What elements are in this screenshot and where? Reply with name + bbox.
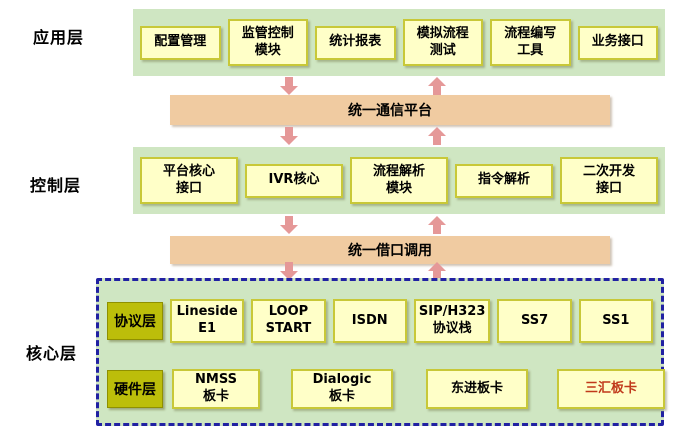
app-box-sim-flow-test: 模拟流程 测试: [402, 18, 483, 67]
up-arrow-icon: [428, 77, 446, 95]
ctrl-box-flow-parse: 流程解析 模块: [350, 156, 448, 205]
unified-communication-platform-bar: 统一通信平台: [170, 95, 610, 125]
down-arrow-icon: [280, 262, 298, 280]
down-arrow-icon: [280, 77, 298, 95]
app-box-supervision-module: 监管控制 模块: [227, 18, 308, 67]
up-arrow-icon: [428, 216, 446, 234]
up-arrow-icon: [428, 262, 446, 280]
ctrl-box-command-parse: 指令解析: [455, 163, 553, 198]
application-layer-band: 配置管理 监管控制 模块 统计报表 模拟流程 测试 流程编写 工具 业务接口: [133, 9, 665, 76]
core-layer-box: 协议层 Lineside E1 LOOP START ISDN SIP/H323…: [96, 278, 665, 426]
app-layer-label: 应用层: [33, 28, 85, 47]
core-layer-label: 核心层: [26, 344, 78, 363]
hw-box-dialogic-card: Dialogic 板卡: [291, 369, 393, 409]
proto-box-ss1: SS1: [578, 299, 653, 343]
down-arrow-icon: [280, 127, 298, 145]
app-box-flow-author-tool: 流程编写 工具: [490, 18, 571, 67]
hw-box-nmss-card: NMSS 板卡: [172, 369, 260, 409]
protocol-layer-tag: 协议层: [107, 302, 163, 340]
unified-interface-call-bar: 统一借口调用: [170, 236, 610, 264]
app-box-config-mgmt: 配置管理: [140, 25, 221, 60]
control-layer-band: 平台核心 接口 IVR核心 流程解析 模块 指令解析 二次开发 接口: [133, 147, 665, 214]
proto-box-loop-start: LOOP START: [251, 299, 326, 343]
proto-box-isdn: ISDN: [332, 299, 407, 343]
protocol-layer-row: 协议层 Lineside E1 LOOP START ISDN SIP/H323…: [107, 299, 653, 343]
proto-box-ss7: SS7: [497, 299, 572, 343]
hardware-layer-row: 硬件层 NMSS 板卡 Dialogic 板卡 东进板卡 三汇板卡: [107, 369, 665, 409]
ctrl-box-secondary-dev-if: 二次开发 接口: [560, 156, 658, 205]
ctrl-box-ivr-core: IVR核心: [245, 163, 343, 198]
down-arrow-icon: [280, 216, 298, 234]
hardware-layer-tag: 硬件层: [107, 370, 163, 408]
hw-box-sanhui-card: 三汇板卡: [557, 369, 665, 409]
proto-box-lineside-e1: Lineside E1: [170, 299, 245, 343]
up-arrow-icon: [428, 127, 446, 145]
control-layer-label: 控制层: [30, 176, 82, 195]
ctrl-box-platform-core-if: 平台核心 接口: [140, 156, 238, 205]
proto-box-sip-h323: SIP/H323 协议栈: [413, 299, 491, 343]
app-box-business-interface: 业务接口: [577, 25, 658, 60]
app-box-stat-report: 统计报表: [315, 25, 396, 60]
hw-box-dongjin-card: 东进板卡: [426, 369, 528, 409]
